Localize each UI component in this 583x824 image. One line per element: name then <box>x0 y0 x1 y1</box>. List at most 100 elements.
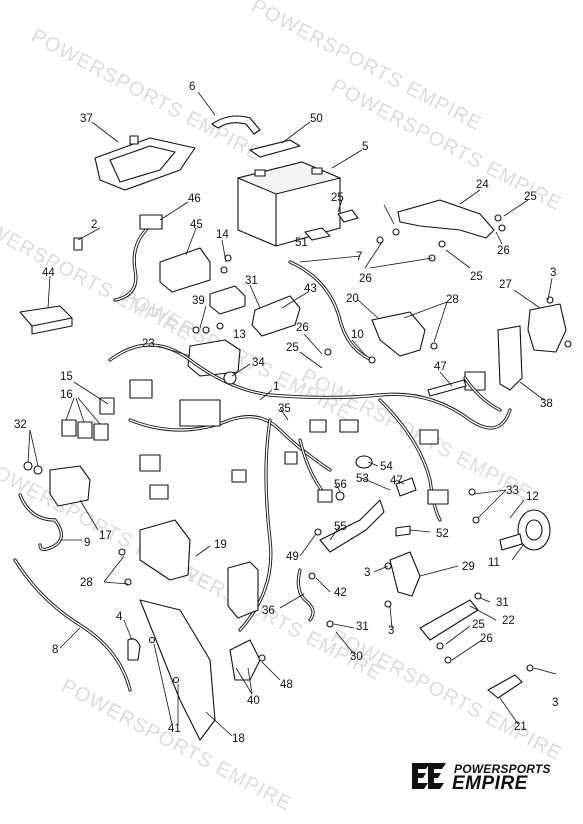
part-main-harness <box>108 343 512 632</box>
watermark-text: POWERSPORTS EMPIRE <box>58 675 296 815</box>
callout-23: 23 <box>142 338 155 350</box>
callout-15: 15 <box>60 371 73 383</box>
part-battery-pad <box>249 139 301 158</box>
callout-27: 27 <box>499 279 512 291</box>
part-relay-39 <box>209 285 246 315</box>
part-ecm-mount <box>187 339 241 377</box>
callout-56: 56 <box>334 479 347 491</box>
powersports-empire-logo-icon <box>412 763 446 789</box>
part-bracket-40 <box>229 639 261 681</box>
callout-26b: 26 <box>359 273 372 285</box>
callout-14: 14 <box>216 229 229 241</box>
callout-43: 43 <box>304 283 317 295</box>
part-terminal-cover <box>127 638 141 661</box>
callout-31c: 31 <box>356 621 369 633</box>
callout-7: 7 <box>356 251 362 263</box>
callout-17: 17 <box>99 530 112 542</box>
part-cable-8 <box>13 558 132 692</box>
part-bracket-43 <box>251 295 301 337</box>
callout-37: 37 <box>80 113 93 125</box>
callout-32: 32 <box>14 419 27 431</box>
callout-31a: 31 <box>245 275 258 287</box>
part-electrical-tray <box>94 135 196 191</box>
callout-8: 8 <box>52 644 58 656</box>
part-bracket-28 <box>139 519 191 581</box>
callout-45: 45 <box>190 219 203 231</box>
callout-52: 52 <box>436 528 449 540</box>
callout-labels: 6 50 5 37 2 46 45 14 44 7 25 51 24 25 26… <box>14 81 558 745</box>
callout-25b: 25 <box>524 191 537 203</box>
callout-28a: 28 <box>446 294 459 306</box>
callout-34: 34 <box>252 357 265 369</box>
part-clamp <box>223 371 237 385</box>
callout-20: 20 <box>346 293 359 305</box>
part-bracket-55 <box>319 499 385 553</box>
callout-42: 42 <box>334 587 347 599</box>
part-grommet <box>355 455 373 469</box>
brand-main-text: EMPIRE <box>452 773 528 794</box>
callout-12: 12 <box>526 491 539 503</box>
callout-48: 48 <box>280 679 293 691</box>
part-horn <box>499 509 551 551</box>
callout-30: 30 <box>350 651 363 663</box>
callout-25c: 25 <box>470 271 483 283</box>
callout-46: 46 <box>188 193 201 205</box>
part-regulator <box>49 465 91 507</box>
part-battery-pads <box>304 209 359 241</box>
callout-28b: 28 <box>80 577 93 589</box>
callout-35: 35 <box>278 403 291 415</box>
callout-31b: 31 <box>496 597 509 609</box>
part-bracket-45 <box>159 247 211 293</box>
part-relay-bank <box>61 397 115 441</box>
callout-54: 54 <box>380 461 393 473</box>
part-bracket-24 <box>397 199 495 239</box>
callout-22: 22 <box>502 615 515 627</box>
leader-lines <box>27 91 557 737</box>
part-rod <box>427 379 467 397</box>
callout-3d: 3 <box>552 697 558 709</box>
callout-44: 44 <box>42 267 55 279</box>
part-bracket-22 <box>419 599 479 641</box>
part-bracket-20 <box>371 311 426 357</box>
callout-25a: 25 <box>331 192 344 204</box>
part-bracket-21 <box>487 674 523 699</box>
callout-47a: 47 <box>434 361 447 373</box>
part-relay <box>19 305 73 335</box>
callout-3a: 3 <box>550 267 556 279</box>
callout-2: 2 <box>91 219 97 231</box>
callout-51: 51 <box>295 237 308 249</box>
callout-25e: 25 <box>472 619 485 631</box>
callout-18: 18 <box>232 733 245 745</box>
callout-3b: 3 <box>364 567 370 579</box>
callout-13: 13 <box>233 329 246 341</box>
callout-25d: 25 <box>286 342 299 354</box>
watermark-text: POWERSPORTS EMPIRE <box>328 625 566 765</box>
callout-9: 9 <box>84 537 90 549</box>
part-bracket-38 <box>497 325 523 391</box>
part-bolts <box>23 214 572 684</box>
callout-19: 19 <box>214 539 227 551</box>
callout-33: 33 <box>506 485 519 497</box>
callout-47b: 47 <box>390 475 403 487</box>
part-bracket-27 <box>527 303 567 353</box>
callout-41: 41 <box>168 723 181 735</box>
callout-4: 4 <box>116 611 123 623</box>
part-fuse-box <box>227 561 259 619</box>
callout-10: 10 <box>351 329 364 341</box>
part-connector <box>139 214 163 230</box>
callout-26c: 26 <box>296 322 309 334</box>
brand-logo: POWERSPORTS EMPIRE <box>408 758 573 794</box>
part-fuse <box>73 237 83 251</box>
part-battery <box>236 161 342 247</box>
callout-3c: 3 <box>388 625 394 637</box>
callout-26a: 26 <box>497 245 510 257</box>
callout-40: 40 <box>247 695 260 707</box>
callout-6: 6 <box>189 81 195 93</box>
part-nut <box>335 491 345 501</box>
callout-16: 16 <box>60 389 73 401</box>
callout-11: 11 <box>488 557 500 569</box>
callout-5: 5 <box>362 141 368 153</box>
callout-55: 55 <box>334 521 347 533</box>
callout-38: 38 <box>540 398 553 410</box>
